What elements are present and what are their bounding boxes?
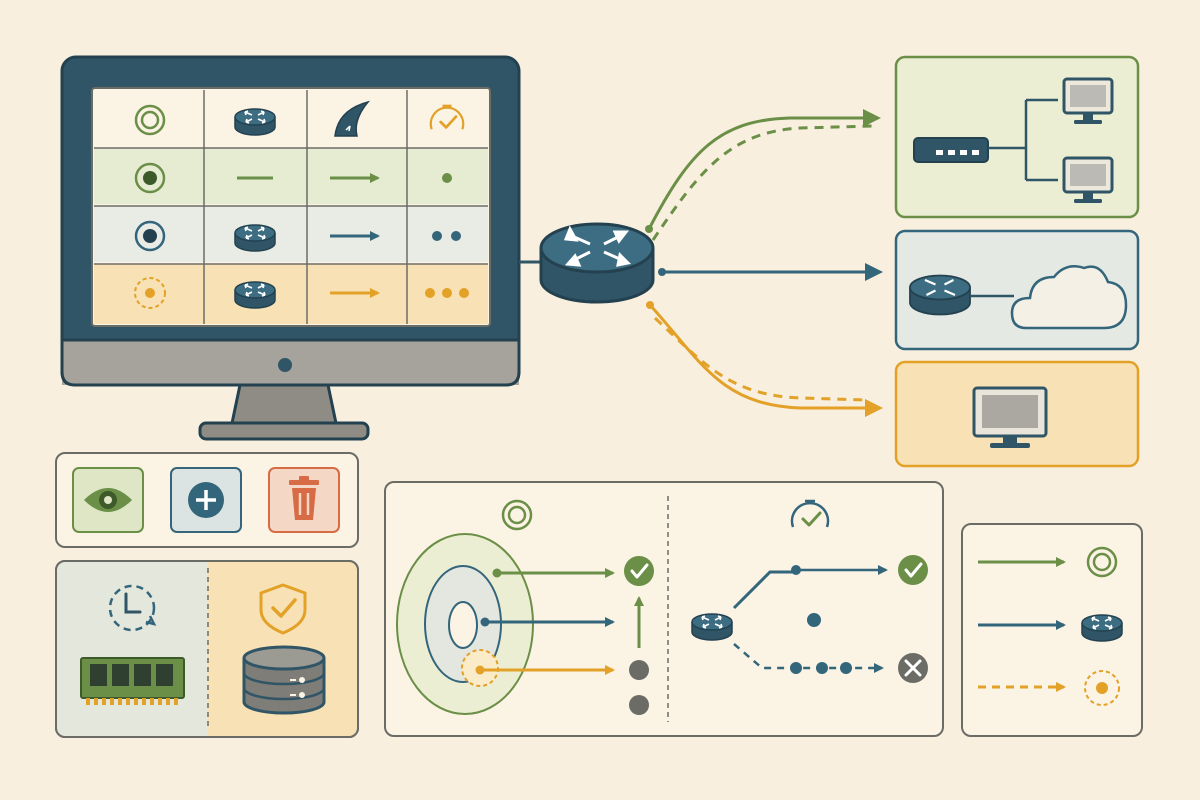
shield-check-icon[interactable]: [259, 583, 307, 635]
table-row-green[interactable]: [94, 148, 488, 204]
cloud-icon: [1010, 265, 1128, 330]
flow-arrow-green: [492, 568, 615, 578]
shark-fin-icon: [334, 100, 371, 137]
concentric-zones: [396, 533, 534, 715]
destination-lan-panel[interactable]: [894, 55, 1140, 219]
monitor-base: [198, 421, 370, 441]
route-blue: [658, 263, 883, 281]
eye-icon: [84, 488, 132, 512]
router-icon: [234, 108, 276, 136]
speedometer-check-icon: [429, 104, 465, 130]
router-icon: [234, 224, 276, 252]
pending-dot-icon: [629, 695, 649, 715]
power-button-icon[interactable]: [278, 358, 292, 372]
flow-arrow-orange: [475, 665, 615, 675]
destination-desktop-panel[interactable]: [894, 360, 1140, 468]
radio-dot-icon: [134, 220, 166, 252]
route-orange: [646, 301, 883, 417]
three-dots-icon: [425, 288, 469, 298]
check-icon: [898, 555, 928, 585]
table-row-blue[interactable]: [94, 206, 488, 262]
ram-module-icon[interactable]: [80, 657, 185, 705]
router-icon: [1081, 614, 1123, 642]
table-row-orange[interactable]: [94, 264, 488, 324]
single-dot-icon: [442, 173, 452, 183]
trash-icon: [289, 476, 319, 520]
router-icon: [909, 274, 971, 316]
dashed-target-icon: [1084, 670, 1120, 706]
timer-refresh-icon[interactable]: [108, 584, 157, 632]
view-button[interactable]: [72, 467, 144, 533]
route-green: [645, 109, 881, 241]
destination-cloud-panel[interactable]: [894, 229, 1140, 351]
flow-branch-up: [732, 570, 796, 610]
monitor-icon: [972, 386, 1048, 448]
central-router-icon[interactable]: [539, 222, 655, 304]
check-icon: [624, 556, 654, 586]
legend-item-orange: [978, 670, 1120, 706]
x-icon: [898, 653, 928, 683]
flow-panel: [384, 481, 944, 737]
monitor: [60, 55, 521, 441]
database-icon[interactable]: [242, 645, 326, 715]
flow-arrow-blue: [480, 617, 615, 627]
legend-panel: [961, 523, 1143, 737]
add-button[interactable]: [170, 467, 242, 533]
legend-item-blue: [978, 614, 1123, 642]
radio-dot-icon: [134, 162, 166, 194]
switch-icon: [913, 137, 989, 163]
pending-dot-icon: [629, 660, 649, 680]
dashed-target-icon: [134, 277, 166, 309]
router-icon: [691, 613, 733, 641]
router-icon: [234, 281, 276, 309]
pending-dot-icon: [807, 613, 821, 627]
delete-button[interactable]: [268, 467, 340, 533]
legend-item-green: [978, 546, 1118, 578]
two-dots-icon: [432, 231, 461, 241]
plus-icon: [188, 482, 224, 518]
